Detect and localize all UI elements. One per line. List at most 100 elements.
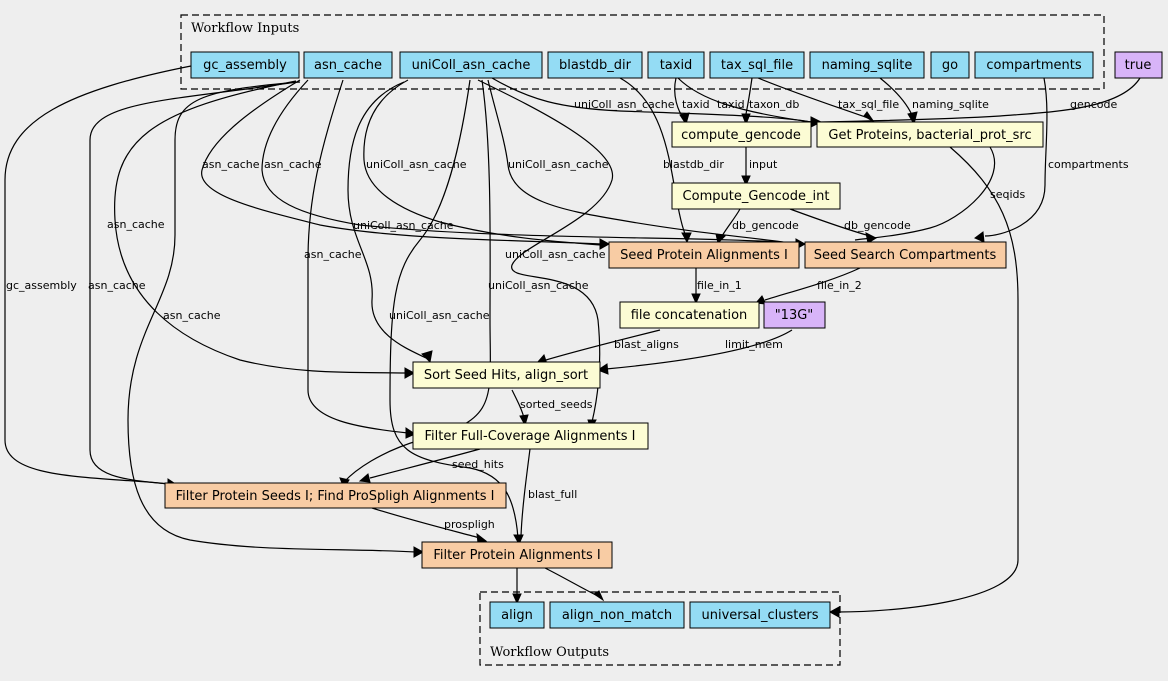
node-unicoll-asn-cache[interactable] (399, 51, 543, 79)
node-sort-seed[interactable] (412, 361, 601, 389)
node-mem-const-label: "13G" (775, 308, 814, 323)
edge-file-in-2 (764, 267, 861, 301)
node-taxid[interactable] (647, 51, 705, 79)
edge-label-asn-fp: asn_cache (163, 309, 221, 322)
edge-label-tax-sql-file: tax_sql_file (838, 98, 899, 111)
edge-label-file-in-1: file_in_1 (697, 279, 742, 292)
edge-label-unicoll-sort: uniColl_asn_cache (353, 219, 454, 232)
node-universal-clusters-label: universal_clusters (702, 608, 819, 623)
edge-label-file-in-2: file_in_2 (817, 279, 862, 292)
edge-label-seed-hits: seed_hits (452, 458, 504, 471)
node-filter-seeds[interactable] (164, 482, 507, 509)
node-filter-seeds-label: Filter Protein Seeds I; Find ProSpligh A… (176, 489, 495, 504)
node-align-non-match[interactable] (549, 601, 685, 629)
node-compute-gencode-label: compute_gencode (681, 128, 801, 143)
node-get-proteins[interactable] (816, 121, 1044, 148)
node-tax-sql-file[interactable] (709, 51, 805, 79)
edge-seed-hits (369, 448, 481, 479)
edge-label-naming-sqlite: naming_sqlite (912, 98, 989, 111)
edge-blastdb-dir (619, 77, 687, 237)
node-compute-gencode[interactable] (671, 121, 812, 148)
edge-label-db-gencode-ss: db_gencode (844, 219, 911, 232)
edge-asn-seed-protein (201, 79, 602, 245)
node-get-proteins-label: Get Proteins, bacterial_prot_src (828, 128, 1031, 143)
node-compartments[interactable] (974, 51, 1094, 79)
node-compute-gencode-int[interactable] (671, 182, 841, 210)
edge-label-unicoll-get: uniColl_asn_cache (574, 98, 675, 111)
node-filter-protein[interactable] (421, 541, 613, 569)
edge-label-asn-ffc: asn_cache (304, 248, 362, 261)
edge-label-blastdb-dir: blastdb_dir (663, 158, 724, 171)
arrow-sort-seed-2 (421, 350, 433, 364)
edge-label-gc-assembly: gc_assembly (6, 279, 77, 292)
edge-label-taxid-cg: taxid (682, 98, 710, 111)
edge-asn-fp (127, 81, 417, 553)
arrow-seed-search-3 (974, 231, 985, 243)
node-asn-cache[interactable] (303, 51, 393, 79)
arrow-get-proteins-2 (863, 111, 875, 123)
arrow-filter-protein-1 (413, 546, 425, 558)
arrow-get-proteins-3 (907, 111, 918, 126)
node-naming-sqlite-label: naming_sqlite (822, 58, 913, 73)
arrow-universal-clusters (828, 606, 840, 618)
node-true-const-label: true (1125, 58, 1152, 73)
edge-label-unicoll-fp: uniColl_asn_cache (389, 309, 490, 322)
edge-label-asn-fs: asn_cache (88, 279, 146, 292)
edge-label-unicoll-ss: uniColl_asn_cache (508, 158, 609, 171)
node-filter-fullcov-label: Filter Full-Coverage Alignments I (424, 429, 635, 444)
node-file-concat[interactable] (619, 301, 760, 329)
node-align[interactable] (489, 601, 545, 629)
edge-label-taxon-db: taxon_db (749, 98, 799, 111)
edge-label-asn-ss: asn_cache (264, 158, 322, 171)
node-filter-fullcov[interactable] (412, 422, 649, 450)
edge-label-unicoll-sp: uniColl_asn_cache (366, 158, 467, 171)
edge-asn-ffc (307, 79, 409, 434)
node-compute-gencode-int-label: Compute_Gencode_int (683, 189, 830, 204)
edges (4, 65, 1141, 613)
node-gc-assembly[interactable] (190, 51, 300, 79)
edge-label-asn-sort: asn_cache (107, 218, 165, 231)
node-align-label: align (501, 608, 533, 623)
node-go[interactable] (930, 51, 970, 79)
workflow-outputs-cluster (479, 591, 841, 666)
edge-label-taxid-gp: taxid (717, 98, 745, 111)
arrow-seed-protein-2 (681, 232, 692, 244)
edge-label-compartments: compartments (1048, 158, 1129, 171)
edge-gc-assembly (4, 65, 192, 485)
edge-label-input: input (749, 158, 778, 171)
edge-prospligh (371, 507, 481, 539)
node-file-concat-label: file concatenation (631, 308, 748, 323)
edge-labels: uniColl_asn_cache taxid taxid taxon_db t… (6, 98, 1129, 531)
node-unicoll-asn-cache-label: uniColl_asn_cache (412, 58, 531, 73)
node-tax-sql-file-label: tax_sql_file (721, 58, 793, 73)
node-align-non-match-label: align_non_match (562, 608, 672, 623)
arrow-filter-protein-2 (513, 534, 524, 546)
edge-blast-aligns (545, 329, 661, 361)
arrow-align-non-match (593, 590, 605, 602)
node-sort-seed-label: Sort Seed Hits, align_sort (424, 368, 588, 383)
node-filter-protein-label: Filter Protein Alignments I (433, 548, 600, 563)
node-seed-protein[interactable] (608, 241, 800, 269)
arrow-filter-fullcov-3 (405, 427, 417, 439)
node-seed-search[interactable] (804, 241, 1007, 269)
edge-limit-mem (605, 329, 793, 370)
edge-blast-full (520, 448, 531, 537)
nodes: gc_assembly asn_cache uniColl_asn_cache … (164, 51, 1163, 629)
edge-label-unicoll-ffc: uniColl_asn_cache (505, 248, 606, 261)
edge-label-seqids: seqids (990, 188, 1026, 201)
node-naming-sqlite[interactable] (809, 51, 925, 79)
workflow-inputs-cluster (180, 14, 1105, 90)
workflow-inputs-title: Workflow Inputs (191, 21, 299, 36)
arrowheads (167, 111, 985, 618)
edge-label-gencode: gencode (1070, 98, 1117, 111)
node-asn-cache-label: asn_cache (314, 58, 382, 73)
arrow-seed-protein-3 (715, 233, 726, 244)
node-go-label: go (942, 58, 958, 73)
node-true-const[interactable] (1114, 51, 1163, 79)
node-universal-clusters[interactable] (689, 601, 831, 629)
edge-taxon-db (745, 77, 753, 115)
node-blastdb-dir[interactable] (547, 51, 643, 79)
edge-label-blast-full: blast_full (528, 488, 577, 501)
edge-compartments (984, 77, 1048, 237)
node-mem-const[interactable] (763, 301, 826, 329)
